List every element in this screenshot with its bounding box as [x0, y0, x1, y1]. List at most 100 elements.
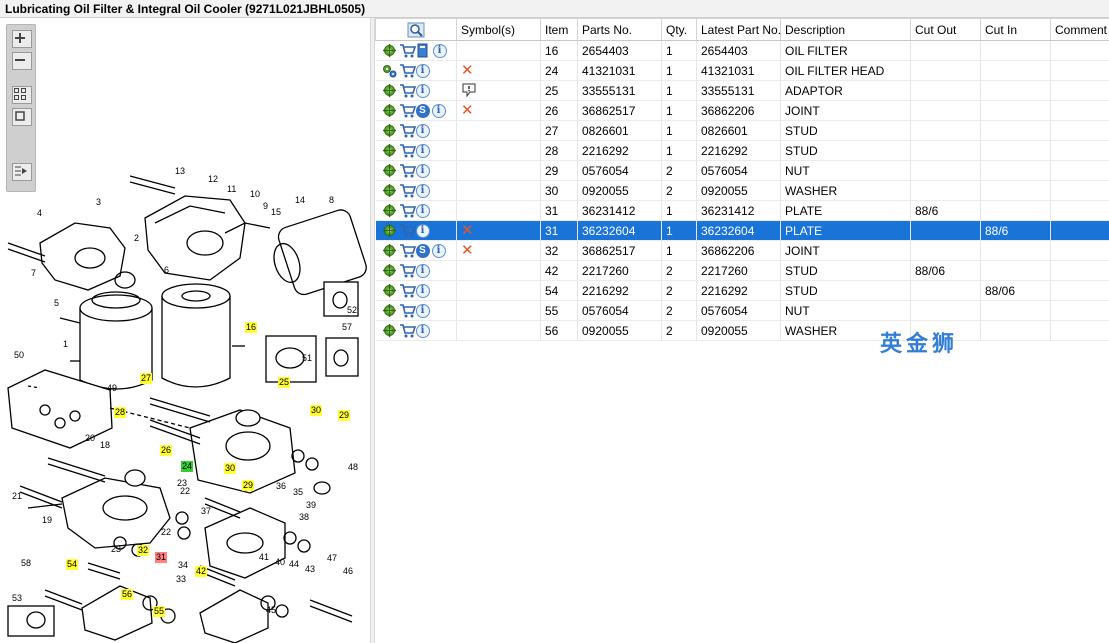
callout-23[interactable]: 23 — [177, 478, 188, 488]
callout-28[interactable]: 28 — [114, 407, 127, 418]
callout-23[interactable]: 23 — [111, 544, 122, 554]
cart-icon[interactable] — [399, 203, 416, 218]
callout-45[interactable]: 45 — [266, 605, 277, 615]
callout-29[interactable]: 29 — [338, 410, 351, 421]
zoom-out-icon[interactable] — [12, 52, 32, 70]
cart-icon[interactable] — [399, 223, 416, 238]
callout-24[interactable]: 24 — [181, 461, 194, 472]
callout-6[interactable]: 6 — [164, 265, 170, 275]
column-header-cut-in[interactable]: Cut In — [980, 18, 1051, 41]
gear-icon[interactable] — [382, 123, 397, 138]
callout-38[interactable]: 38 — [299, 512, 310, 522]
callout-36[interactable]: 36 — [276, 481, 287, 491]
callout-9[interactable]: 9 — [263, 201, 269, 211]
callout-43[interactable]: 43 — [305, 564, 316, 574]
column-header-comment[interactable]: Comment — [1050, 18, 1109, 41]
info-icon[interactable]: i — [431, 103, 446, 118]
info-icon[interactable]: i — [415, 303, 430, 318]
callout-25[interactable]: 25 — [278, 377, 291, 388]
export-icon[interactable] — [12, 163, 32, 181]
cart-icon[interactable] — [399, 323, 416, 338]
info-icon[interactable]: i — [432, 43, 447, 58]
column-header-latest-part-no[interactable]: Latest Part No. — [696, 18, 781, 41]
callout-52[interactable]: 52 — [347, 305, 358, 315]
zoom-in-icon[interactable] — [12, 30, 32, 48]
callout-48[interactable]: 48 — [348, 462, 359, 472]
cart-icon[interactable] — [399, 303, 416, 318]
callout-27[interactable]: 27 — [140, 373, 153, 384]
info-icon[interactable]: i — [415, 283, 430, 298]
callout-46[interactable]: 46 — [343, 566, 354, 576]
callout-5[interactable]: 5 — [54, 298, 60, 308]
gear-icon[interactable] — [382, 283, 397, 298]
gears-icon[interactable] — [382, 63, 397, 78]
cart-icon[interactable] — [399, 163, 416, 178]
callout-22[interactable]: 22 — [180, 486, 191, 496]
cart-icon[interactable] — [399, 263, 416, 278]
supersession-icon[interactable]: S — [415, 243, 430, 258]
callout-20[interactable]: 20 — [85, 433, 96, 443]
book-icon[interactable] — [416, 43, 431, 58]
callout-14[interactable]: 14 — [295, 195, 306, 205]
cart-icon[interactable] — [399, 123, 416, 138]
callout-51[interactable]: 51 — [302, 353, 313, 363]
info-icon[interactable]: i — [415, 203, 430, 218]
callout-7[interactable]: 7 — [31, 268, 37, 278]
gear-icon[interactable] — [382, 243, 397, 258]
gear-icon[interactable] — [382, 323, 397, 338]
callout-26[interactable]: 26 — [160, 445, 173, 456]
gear-icon[interactable] — [382, 183, 397, 198]
callout-12[interactable]: 12 — [208, 174, 219, 184]
info-icon[interactable]: i — [415, 63, 430, 78]
callout-35[interactable]: 35 — [293, 487, 304, 497]
column-header-item[interactable]: Item — [540, 18, 578, 41]
callout-19[interactable]: 19 — [42, 515, 53, 525]
callout-55[interactable]: 55 — [153, 606, 166, 617]
gear-icon[interactable] — [382, 223, 397, 238]
column-header-cut-out[interactable]: Cut Out — [910, 18, 981, 41]
cart-icon[interactable] — [399, 63, 416, 78]
callout-4[interactable]: 4 — [37, 208, 43, 218]
callout-47[interactable]: 47 — [327, 553, 338, 563]
callout-53[interactable]: 53 — [12, 593, 23, 603]
info-icon[interactable]: i — [431, 243, 446, 258]
info-icon[interactable]: i — [415, 183, 430, 198]
callout-30[interactable]: 30 — [224, 463, 237, 474]
fit-page-icon[interactable] — [12, 86, 32, 104]
gear-icon[interactable] — [382, 103, 397, 118]
gear-icon[interactable] — [382, 43, 397, 58]
callout-2[interactable]: 2 — [134, 233, 140, 243]
callout-18[interactable]: 18 — [100, 440, 111, 450]
callout-13[interactable]: 13 — [175, 166, 186, 176]
info-icon[interactable]: i — [415, 323, 430, 338]
search-parts-icon[interactable] — [407, 22, 425, 38]
callout-54[interactable]: 54 — [66, 559, 79, 570]
callout-40[interactable]: 40 — [275, 557, 286, 567]
callout-56[interactable]: 56 — [121, 589, 134, 600]
callout-3[interactable]: 3 — [96, 197, 102, 207]
callout-34[interactable]: 34 — [178, 560, 189, 570]
cart-icon[interactable] — [399, 143, 416, 158]
callout-11[interactable]: 11 — [227, 184, 237, 194]
actual-size-icon[interactable] — [12, 108, 32, 126]
callout-21[interactable]: 21 — [12, 491, 23, 501]
gear-icon[interactable] — [382, 263, 397, 278]
callout-10[interactable]: 10 — [250, 189, 261, 199]
info-icon[interactable]: i — [415, 163, 430, 178]
pane-splitter[interactable] — [370, 18, 375, 643]
cart-icon[interactable] — [399, 243, 416, 258]
callout-33[interactable]: 33 — [176, 574, 187, 584]
